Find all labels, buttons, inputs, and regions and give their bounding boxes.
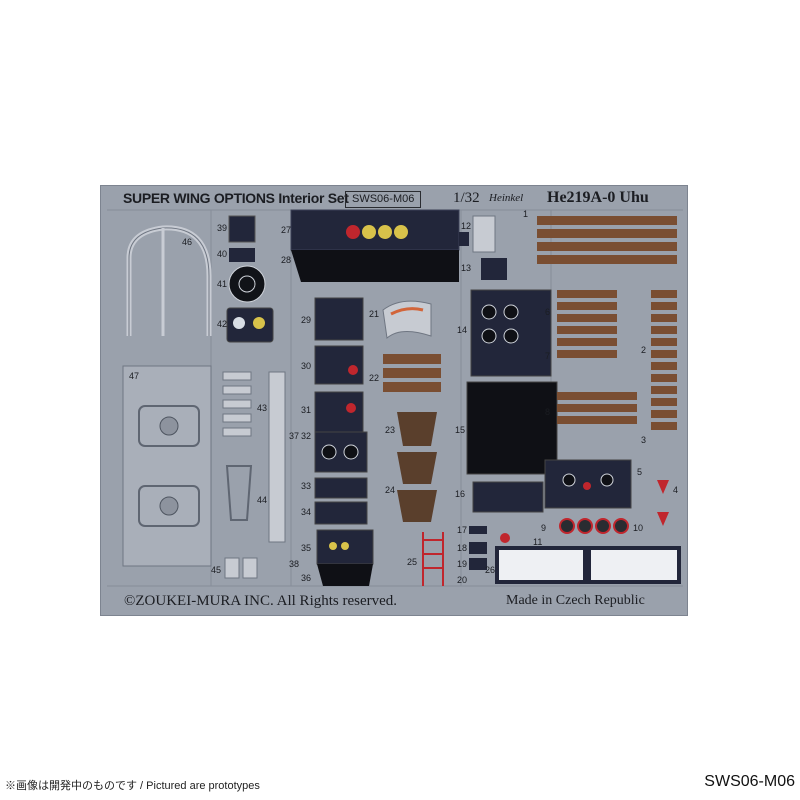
parts-9-11-dials [559, 518, 629, 534]
part-label-3: 3 [641, 435, 647, 445]
parts-layer [107, 209, 683, 587]
part-8-belts [557, 392, 637, 424]
part-5-radio-panel [544, 459, 632, 509]
part-47-floor-plates [122, 365, 212, 567]
part-label-38: 38 [289, 559, 300, 569]
part-label-8: 8 [545, 407, 551, 417]
part-label-20: 20 [457, 575, 468, 585]
part-label-36: 36 [301, 573, 312, 583]
photo-etch-fret: SUPER WING OPTIONS Interior Set SWS06-M0… [100, 185, 688, 616]
part-4-markers [657, 480, 669, 526]
origin-text: Made in Czech Republic [506, 593, 645, 608]
part-label-16: 16 [455, 489, 466, 499]
part-label-32: 32 [301, 431, 312, 441]
parts-23-24-seat-pads [397, 412, 437, 522]
part-label-23: 23 [385, 425, 396, 435]
part-label-7: 7 [545, 351, 551, 361]
part-label-13: 13 [461, 263, 472, 273]
part-label-27: 27 [281, 225, 292, 235]
part-label-4: 4 [673, 485, 679, 495]
parts-29-34-panels [314, 297, 374, 586]
parts-43-45-fittings [222, 371, 286, 579]
part-label-44: 44 [257, 495, 268, 505]
part-label-10: 10 [633, 523, 644, 533]
part-label-2: 2 [641, 345, 647, 355]
parts-17-20-small-items [469, 526, 510, 570]
parts-1-3-belt-strips [537, 216, 677, 430]
part-label-22: 22 [369, 373, 380, 383]
part-label-26: 26 [485, 565, 496, 575]
part-label-21: 21 [369, 309, 380, 319]
product-code-box: SWS06-M06 [345, 191, 422, 208]
part-label-30: 30 [301, 361, 312, 371]
part-label-6: 6 [545, 307, 551, 317]
scale-label: 1/32 [453, 190, 480, 206]
copyright-text: ©ZOUKEI-MURA INC. All Rights reserved. [124, 593, 398, 609]
part-label-46: 46 [182, 237, 193, 247]
prototype-caption: ※画像は開発中のものです / Pictured are prototypes [5, 780, 260, 792]
set-title: SUPER WING OPTIONS Interior Set [123, 190, 349, 206]
part-label-40: 40 [217, 249, 228, 259]
part-label-33: 33 [301, 481, 312, 491]
part-46-arch-frame [126, 225, 212, 336]
part-label-29: 29 [301, 315, 312, 325]
model-name: He219A-0 Uhu [547, 189, 649, 206]
parts-27-28-main-panel [290, 209, 469, 282]
bottom-product-code: SWS06-M06 [704, 773, 795, 790]
part-label-47: 47 [129, 371, 140, 381]
part-label-43: 43 [257, 403, 268, 413]
parts-12-16-center-panels [466, 215, 558, 513]
part-26-placards [495, 546, 681, 584]
parts-39-42-instruments [226, 215, 274, 343]
part-label-25: 25 [407, 557, 418, 567]
part-label-28: 28 [281, 255, 292, 265]
part-label-35: 35 [301, 543, 312, 553]
part-label-5: 5 [637, 467, 643, 477]
part-label-31: 31 [301, 405, 312, 415]
part-label-15: 15 [455, 425, 466, 435]
part-label-45: 45 [211, 565, 222, 575]
part-label-41: 41 [217, 279, 228, 289]
part-label-9: 9 [541, 523, 547, 533]
part-label-39: 39 [217, 223, 228, 233]
manufacturer-script: Heinkel [489, 192, 524, 204]
part-label-11: 11 [533, 537, 543, 547]
part-label-34: 34 [301, 507, 312, 517]
part-label-1: 1 [523, 209, 529, 219]
part-25-ladder [422, 532, 444, 586]
part-label-14: 14 [457, 325, 468, 335]
part-label-18: 18 [457, 543, 468, 553]
parts-21-22-seatbelts [382, 300, 441, 392]
part-label-19: 19 [457, 559, 468, 569]
part-label-37: 37 [289, 431, 300, 441]
part-label-17: 17 [457, 525, 468, 535]
part-label-24: 24 [385, 485, 396, 495]
part-label-12: 12 [461, 221, 472, 231]
part-label-42: 42 [217, 319, 228, 329]
